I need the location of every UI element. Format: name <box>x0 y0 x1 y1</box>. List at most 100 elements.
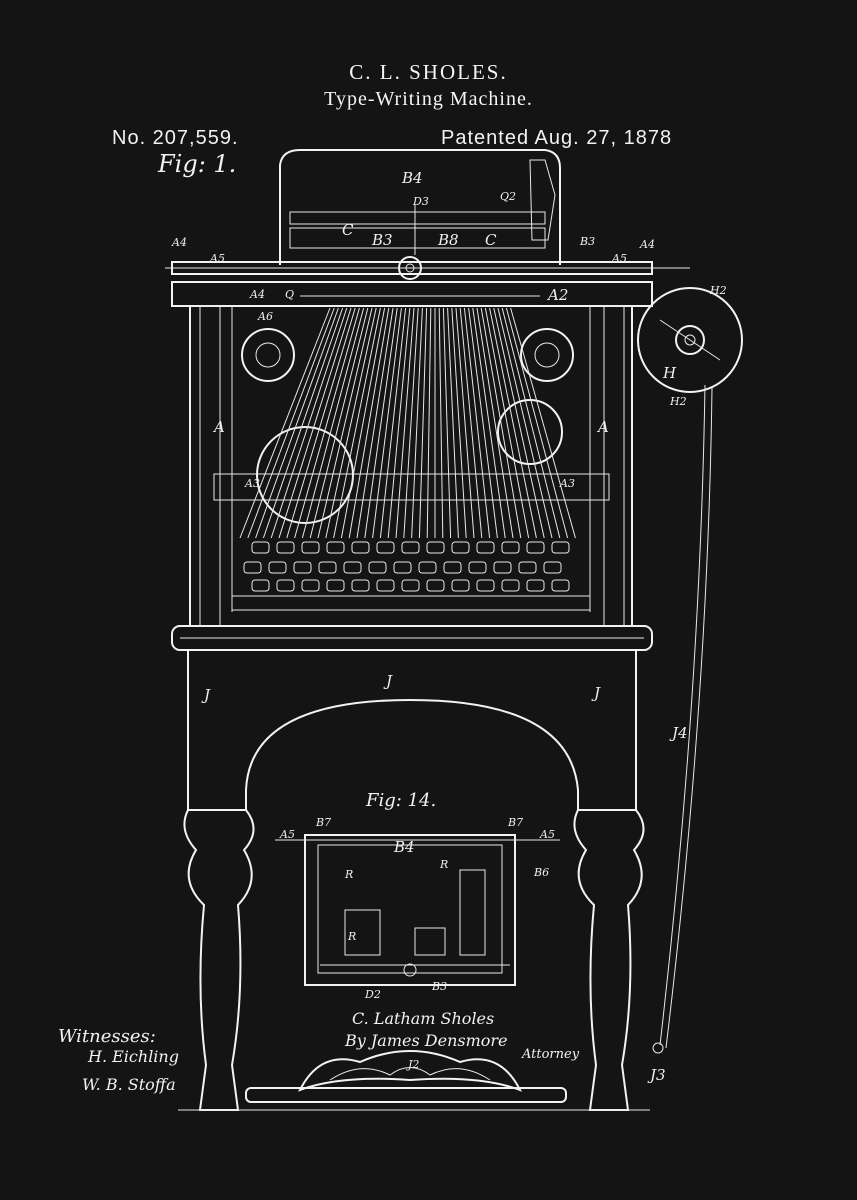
label-q2: Q2 <box>500 190 516 203</box>
key <box>243 561 262 574</box>
type-bar <box>364 307 398 539</box>
type-bar <box>505 307 569 539</box>
witnesses-label: Witnesses: <box>58 1026 156 1047</box>
type-bar <box>455 307 475 539</box>
type-bar <box>387 307 411 539</box>
key <box>551 541 570 554</box>
label-a5-fig14: A5 <box>279 828 295 841</box>
inventor-name: C. L. SHOLES. <box>349 60 508 84</box>
type-bar <box>317 307 373 539</box>
label-a3-left: A3 <box>244 477 260 490</box>
witness-2-signature: W. B. Stoffa <box>82 1075 176 1094</box>
type-bar <box>239 307 331 539</box>
type-bar <box>309 307 369 539</box>
key <box>368 561 387 574</box>
key <box>451 579 470 592</box>
label-b7-right: B7 <box>507 816 523 829</box>
label-c: C <box>342 221 354 239</box>
type-bar <box>262 307 344 539</box>
label-b3: B3 <box>371 231 393 249</box>
type-bar <box>480 307 522 539</box>
inventor-signature: C. Latham Sholes <box>352 1009 494 1028</box>
attorney-label: Attorney <box>521 1047 580 1062</box>
label-a5: A5 <box>209 252 225 265</box>
type-bar <box>418 307 428 539</box>
label-r-left: R <box>344 868 353 881</box>
reference-labels: B4 Q2 D3 B3 B8 C C B3 A4 A4 A5 A5 A4 Q A… <box>171 169 727 1084</box>
key <box>501 541 520 554</box>
type-bar <box>325 307 377 539</box>
key <box>251 541 270 554</box>
type-bar <box>489 307 537 539</box>
label-b3-fig14: B3 <box>431 980 447 993</box>
label-j3: J3 <box>647 1066 666 1084</box>
type-bar <box>442 307 452 539</box>
type-bar <box>403 307 419 539</box>
label-a3-right: A3 <box>559 477 575 490</box>
type-bar <box>286 307 356 539</box>
type-bar <box>294 307 360 539</box>
key <box>276 541 295 554</box>
label-h: H <box>662 364 677 382</box>
key <box>351 541 370 554</box>
top-bar <box>165 261 690 307</box>
key <box>376 541 395 554</box>
type-bar <box>411 307 423 539</box>
patent-title: Type-Writing Machine. <box>324 88 533 110</box>
table-top <box>171 625 653 651</box>
fig14-caption: Fig: 14. <box>365 790 436 811</box>
key <box>326 541 345 554</box>
type-bar <box>247 307 335 539</box>
key <box>443 561 462 574</box>
type-bar <box>497 307 553 539</box>
space-bar <box>231 595 591 611</box>
key <box>401 541 420 554</box>
patent-number: No. 207,559. <box>112 127 239 149</box>
key <box>301 541 320 554</box>
label-b6: B6 <box>533 866 549 879</box>
type-bar <box>472 307 506 539</box>
carriage <box>279 149 561 280</box>
witness-1-signature: H. Eichling <box>87 1047 179 1066</box>
label-r-mid: R <box>347 930 356 943</box>
type-bar <box>463 307 491 539</box>
attorney-by-line: By James Densmore <box>344 1031 508 1050</box>
type-bar <box>484 307 530 539</box>
label-h2: H2 <box>669 395 687 408</box>
type-bar <box>459 307 483 539</box>
label-j2: J2 <box>406 1058 419 1071</box>
type-bar <box>395 307 415 539</box>
label-a2: A2 <box>546 286 568 304</box>
type-bar <box>301 307 365 539</box>
label-a-right: A <box>596 418 609 436</box>
keyboard <box>231 541 591 611</box>
ribbon-spools <box>241 328 574 524</box>
key <box>526 541 545 554</box>
key <box>401 579 420 592</box>
type-bar <box>447 307 459 539</box>
type-bar <box>356 307 394 539</box>
key <box>318 561 337 574</box>
key <box>493 561 512 574</box>
key <box>343 561 362 574</box>
key <box>418 561 437 574</box>
label-b4: B4 <box>401 169 423 187</box>
label-a-left: A <box>212 418 225 436</box>
type-bar <box>278 307 352 539</box>
label-a4-left: A4 <box>249 288 265 301</box>
key <box>526 579 545 592</box>
patent-date: Patented Aug. 27, 1878 <box>441 127 673 149</box>
label-r-top: R <box>439 858 448 871</box>
type-bar <box>501 307 561 539</box>
key <box>393 561 412 574</box>
type-bar <box>372 307 402 539</box>
key <box>451 541 470 554</box>
key <box>476 579 495 592</box>
label-a4-right: A4 <box>639 238 655 251</box>
key <box>301 579 320 592</box>
key <box>551 579 570 592</box>
label-j-center: J <box>383 672 393 690</box>
machine-frame <box>189 305 633 627</box>
